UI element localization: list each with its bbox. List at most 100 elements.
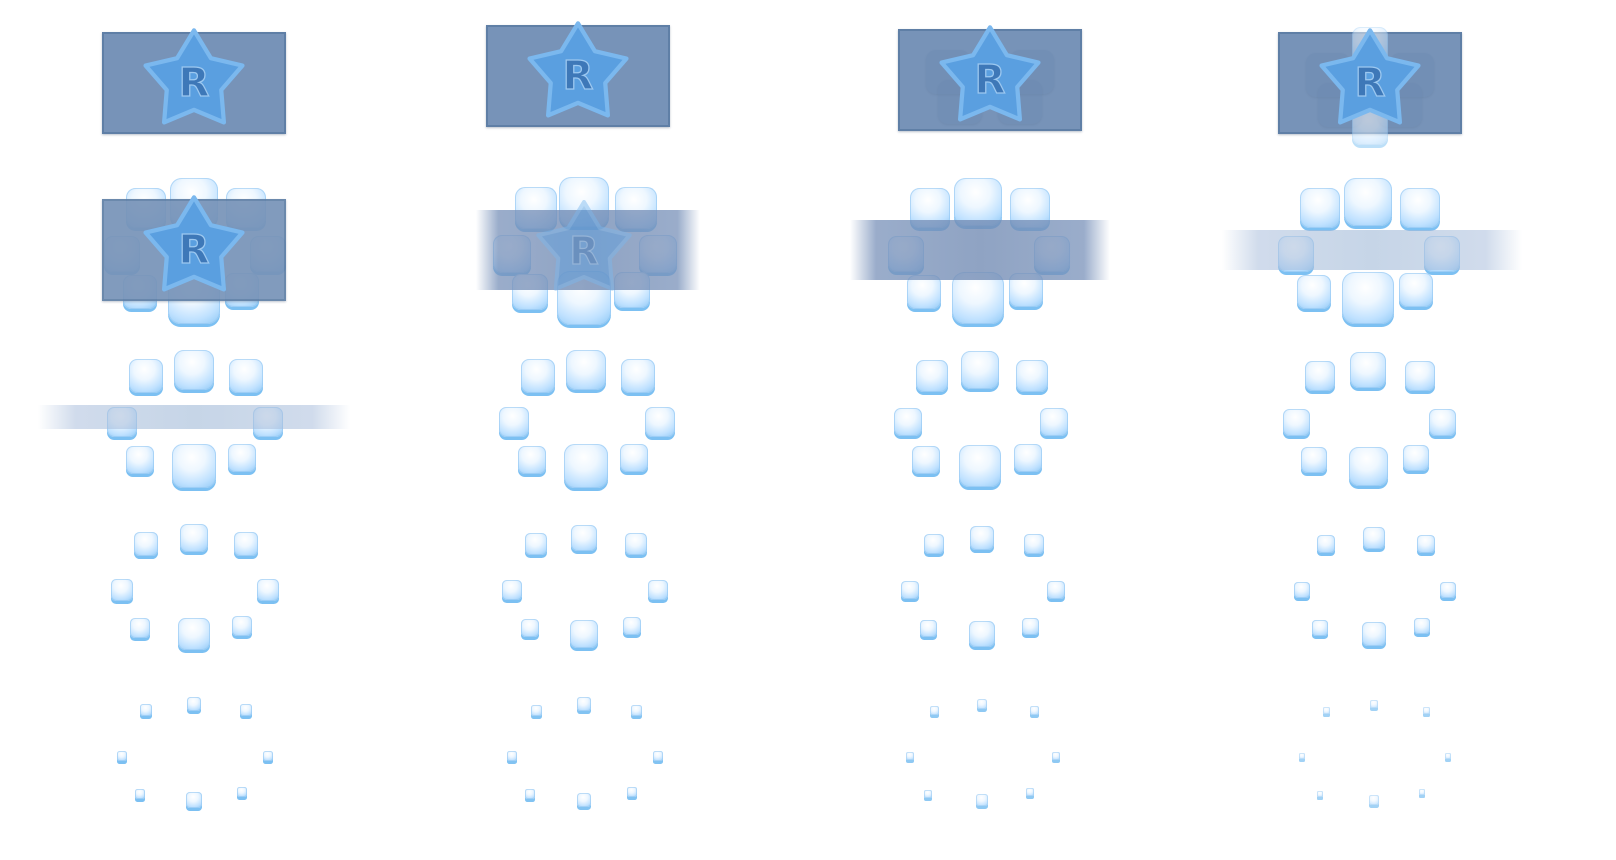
star-logo-icon: R [527,21,629,118]
glass-tile [576,792,592,808]
glass-tile [134,788,146,800]
glass-tile [236,786,248,798]
glass-tile [1322,706,1330,714]
glass-tile [179,523,209,553]
glass-tile [1369,795,1379,805]
glass-tile [140,704,152,716]
glass-tile [1348,446,1388,486]
glass-tile [262,750,274,762]
glass-tile [924,790,932,798]
glass-tile [1047,581,1065,599]
logo-letter: R [569,229,598,273]
glass-tile [507,751,517,761]
glass-tile [619,443,649,473]
glass-tile [1399,273,1433,307]
star-logo-icon: R [1319,28,1421,125]
glass-tile [648,580,668,600]
glass-tile [1344,178,1392,226]
glass-tile [893,407,923,437]
glass-tile [1414,618,1430,634]
star-shape [143,28,245,125]
glass-tile [954,178,1002,226]
star-logo-icon: R [143,28,245,125]
glass-tile [1026,788,1034,796]
glass-tile [257,579,279,601]
glass-tile [1350,352,1386,388]
glass-tile [520,618,540,638]
glass-tile [627,787,637,797]
logo-letter: R [178,227,209,273]
glass-tile [563,443,609,489]
glass-tile [1282,408,1310,436]
glass-tile [1317,791,1323,797]
glass-tile [924,534,944,554]
glass-tile [1363,527,1385,549]
glass-tile [970,526,994,550]
glass-tile [1305,361,1335,391]
glass-tile [129,617,151,639]
glass-tile [1317,535,1335,553]
glass-tile [240,704,252,716]
glass-tile [1300,188,1340,228]
glass-tile [1400,188,1440,228]
glass-tile [1301,447,1327,473]
glass-tile [570,524,598,552]
glass-tile [178,618,210,650]
motion-streak [38,405,350,429]
glass-tile [502,580,522,600]
glass-tile [960,350,1000,390]
star-shape [527,21,629,118]
glass-tile [907,275,941,309]
star-shape [536,200,632,291]
glass-tile [565,349,607,391]
glass-tile [1024,534,1044,554]
glass-tile [116,750,128,762]
glass-tile [622,616,642,636]
glass-tile [905,751,915,761]
glass-tile [952,272,1004,324]
glass-tile [976,794,988,806]
glass-tile [525,533,547,555]
glass-tile [630,704,642,716]
glass-tile [625,533,647,555]
glass-tile [912,446,940,474]
glass-tile [959,445,1001,487]
glass-tile [1021,617,1039,635]
glass-tile [525,789,535,799]
glass-tile [1417,535,1435,553]
glass-tile [916,360,948,392]
glass-tile [521,359,555,393]
glass-tile [1016,360,1048,392]
glass-tile [976,698,988,710]
motion-streak [1222,230,1522,270]
glass-tile [1029,705,1039,715]
glass-tile [1428,408,1456,436]
glass-tile [569,619,599,649]
glass-tile [1362,622,1386,646]
logo-letter: R [562,53,593,99]
glass-tile [111,579,133,601]
star-logo-icon: R [143,195,245,292]
glass-tile [1369,699,1379,709]
glass-tile [1039,407,1069,437]
star-shape [939,25,1041,122]
glass-tile [129,359,163,393]
glass-tile [653,751,663,761]
glass-tile [498,406,530,438]
glass-tile [1014,444,1042,472]
glass-tile [517,445,547,475]
star-logo-icon: R [536,200,632,291]
glass-tile [1439,581,1457,599]
glass-tile [1312,620,1328,636]
motion-streak [476,210,700,290]
glass-tile [530,704,542,716]
star-shape [143,195,245,292]
glass-tile [173,349,215,391]
glass-tile [231,615,253,637]
logo-letter: R [178,60,209,106]
glass-tile [1342,272,1394,324]
glass-tile [1405,361,1435,391]
glass-tile [577,697,591,711]
star-logo-icon: R [939,25,1041,122]
